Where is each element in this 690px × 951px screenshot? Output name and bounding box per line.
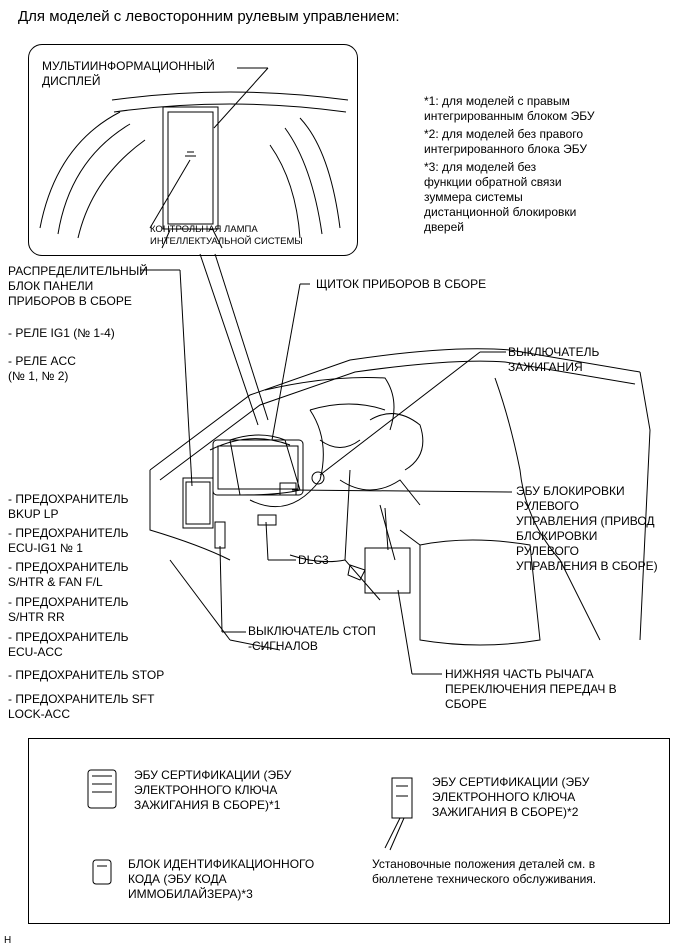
steering-lock-ecu-label: ЭБУ БЛОКИРОВКИ РУЛЕВОГО УПРАВЛЕНИЯ (ПРИВ… xyxy=(516,484,658,573)
cert-ecu-1-label: ЭБУ СЕРТИФИКАЦИИ (ЭБУ ЭЛЕКТРОННОГО КЛЮЧА… xyxy=(134,768,292,812)
cert-ecu-1-icon xyxy=(87,769,117,809)
note-3: *3: для моделей без функции обратной свя… xyxy=(424,160,577,234)
immobiliser-label: БЛОК ИДЕНТИФИКАЦИОННОГО КОДА (ЭБУ КОДА И… xyxy=(128,857,315,901)
ignition-switch-part xyxy=(311,471,325,485)
fuse-sft-lock-label: - ПРЕДОХРАНИТЕЛЬ SFT LOCK-ACC xyxy=(8,692,155,721)
fuse-ecu-acc-label: - ПРЕДОХРАНИТЕЛЬ ECU-ACC xyxy=(8,630,129,659)
shift-lever-label: НИЖНЯЯ ЧАСТЬ РЫЧАГА ПЕРЕКЛЮЧЕНИЯ ПЕРЕДАЧ… xyxy=(445,667,617,711)
cert-ecu-2-label: ЭБУ СЕРТИФИКАЦИИ (ЭБУ ЭЛЕКТРОННОГО КЛЮЧА… xyxy=(432,775,590,819)
shift-lever-part xyxy=(364,547,411,594)
ignition-switch-label: ВЫКЛЮЧАТЕЛЬ ЗАЖИГАНИЯ xyxy=(508,345,600,374)
smart-lamp-label: КОНТРОЛЬНАЯ ЛАМПА ИНТЕЛЛЕКТУАЛЬНОЙ СИСТЕ… xyxy=(150,224,303,247)
cert-ecu-2-icon xyxy=(384,777,413,851)
footer-code: H xyxy=(4,935,12,946)
note-1: *1: для моделей с правым интегрированным… xyxy=(424,94,595,123)
dashboard-outline xyxy=(149,348,651,651)
page-title: Для моделей с левосторонним рулевым упра… xyxy=(18,8,400,25)
stop-switch-part xyxy=(214,521,226,549)
relay-ig1-label: - РЕЛЕ IG1 (№ 1-4) xyxy=(8,326,115,340)
dlc3-part xyxy=(257,514,277,526)
stop-switch-label: ВЫКЛЮЧАТЕЛЬ СТОП -СИГНАЛОВ xyxy=(248,624,376,653)
fuse-ecu-ig1-label: - ПРЕДОХРАНИТЕЛЬ ECU-IG1 № 1 xyxy=(8,526,129,555)
dlc3-label: DLC3 xyxy=(298,553,329,567)
note-2: *2: для моделей без правого интегрирован… xyxy=(424,127,587,156)
fuse-bkup-lp-label: - ПРЕДОХРАНИТЕЛЬ BKUP LP xyxy=(8,492,129,521)
fuse-stop-label: - ПРЕДОХРАНИТЕЛЬ STOP xyxy=(8,668,165,682)
multi-display-label: МУЛЬТИИНФОРМАЦИОННЫЙ ДИСПЛЕЙ xyxy=(42,59,215,88)
junction-block-label: РАСПРЕДЕЛИТЕЛЬНЫЙ БЛОК ПАНЕЛИ ПРИБОРОВ В… xyxy=(8,264,148,308)
dashboard-callout-frame xyxy=(28,44,358,256)
cluster-label: ЩИТОК ПРИБОРОВ В СБОРЕ xyxy=(316,277,487,291)
immobiliser-block-icon xyxy=(92,859,112,885)
steering-lock-part xyxy=(279,482,297,496)
cluster-closeup xyxy=(39,91,349,249)
fuse-shtr-rr-label: - ПРЕДОХРАНИТЕЛЬ S/HTR RR xyxy=(8,595,129,624)
junction-block-part xyxy=(182,477,214,529)
legend-frame xyxy=(28,738,670,924)
legend-note: Установочные положения деталей см. в бюл… xyxy=(372,857,597,886)
relay-acc-label: - РЕЛЕ ACC (№ 1, № 2) xyxy=(8,354,76,383)
fuse-shtr-fan-label: - ПРЕДОХРАНИТЕЛЬ S/HTR & FAN F/L xyxy=(8,560,129,589)
instrument-cluster-part xyxy=(212,439,304,496)
